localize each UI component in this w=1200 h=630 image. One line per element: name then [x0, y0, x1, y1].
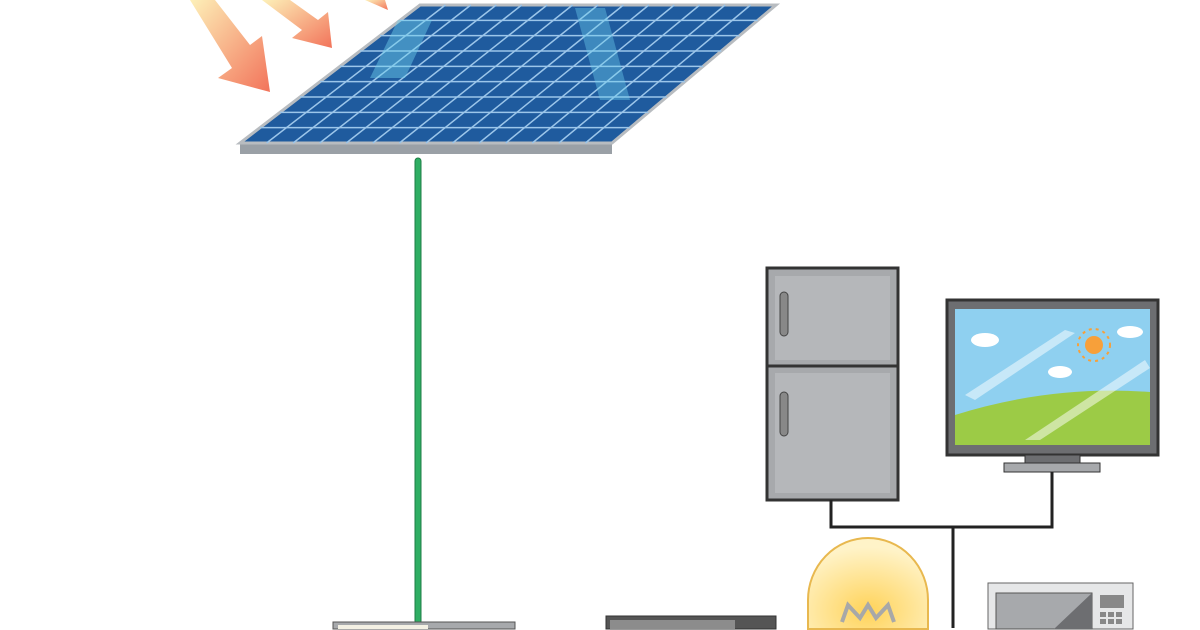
microwave — [987, 582, 1134, 630]
solar-panel — [235, 3, 781, 154]
panel-grid-line — [345, 4, 523, 144]
sun-ray-arrows — [190, 0, 388, 92]
panel-grid-line — [292, 4, 472, 144]
cloud-icon — [1048, 366, 1072, 378]
microwave-button — [1100, 612, 1106, 617]
panel-grid-line — [452, 4, 624, 144]
microwave-button — [1116, 619, 1122, 624]
fridge-handle — [779, 391, 789, 437]
cloud-icon — [971, 333, 999, 347]
refrigerator — [765, 266, 900, 502]
arrow-icon — [365, 0, 388, 10]
panel-grid-line — [505, 4, 675, 144]
light-bulb — [807, 537, 929, 630]
panel-grid-line — [425, 4, 599, 144]
panel-grid-line — [558, 4, 726, 144]
green-wire — [414, 157, 422, 625]
arrow-icon — [262, 0, 332, 48]
microwave-button — [1108, 612, 1114, 617]
battery — [605, 615, 777, 630]
panel-grid-line — [319, 4, 497, 144]
black-wires — [829, 472, 1054, 628]
panel-grid-line — [531, 4, 701, 144]
microwave-button — [1116, 612, 1122, 617]
cloud-icon — [1117, 326, 1143, 338]
microwave-button — [1100, 619, 1106, 624]
panel-grid-line — [584, 4, 752, 144]
inverter — [332, 621, 516, 630]
sun-icon — [1085, 336, 1103, 354]
panel-grid-line — [266, 4, 446, 144]
panel-grid-line — [398, 4, 574, 144]
fridge-handle — [779, 291, 789, 337]
television — [945, 298, 1160, 473]
arrow-icon — [190, 0, 270, 92]
panel-grid-line — [478, 4, 650, 144]
microwave-button — [1108, 619, 1114, 624]
panel-grid-line — [372, 4, 548, 144]
